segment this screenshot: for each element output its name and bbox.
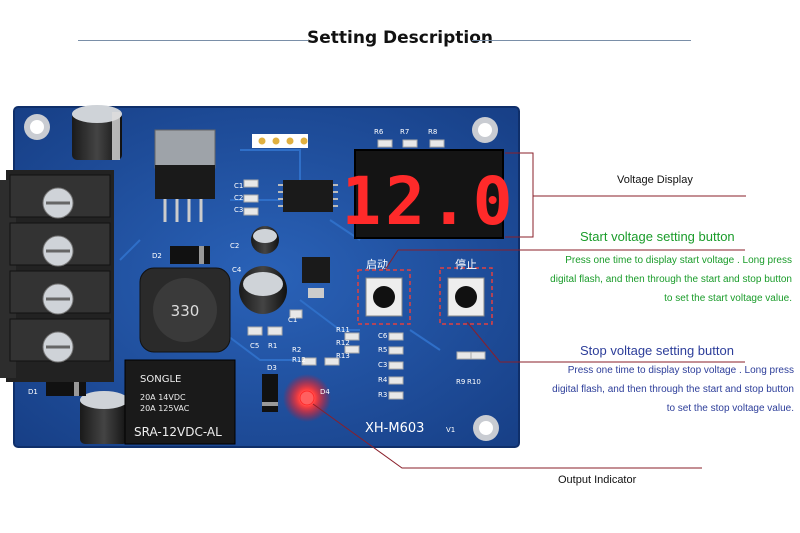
stop-button-leader xyxy=(466,321,745,363)
svg-text:R8: R8 xyxy=(428,128,437,136)
title-rule-right xyxy=(472,40,691,41)
output-indicator-leader xyxy=(312,403,702,469)
relay-rating-2: 20A 125VAC xyxy=(140,404,190,413)
inductor-code: 330 xyxy=(171,302,200,320)
svg-text:R2: R2 xyxy=(292,346,301,354)
svg-text:C5: C5 xyxy=(250,342,259,350)
diode-d3 xyxy=(262,374,278,412)
voltage-display-leader-bottom xyxy=(505,196,534,238)
stop-button-description: Press one time to display stop voltage .… xyxy=(552,365,794,414)
svg-text:C6: C6 xyxy=(378,332,388,340)
svg-text:D4: D4 xyxy=(320,388,330,396)
svg-text:R13: R13 xyxy=(336,352,350,360)
transistor xyxy=(302,257,330,298)
svg-text:C1: C1 xyxy=(288,316,297,324)
svg-text:C3: C3 xyxy=(234,206,243,214)
capacitor-top-left xyxy=(72,105,122,160)
silkscreen-labels: R6 R7 R8 C1 C2 C3 C2 C4 D2 C5 R1 C1 R2 R… xyxy=(28,128,481,399)
display-readout: 12.0 xyxy=(342,163,517,240)
svg-text:D3: D3 xyxy=(267,364,277,372)
mounting-hole-top-right xyxy=(472,117,498,143)
stop-button-label: 停止 xyxy=(455,257,477,271)
relay-model: SRA-12VDC-AL xyxy=(134,425,222,439)
svg-text:C3: C3 xyxy=(378,361,387,369)
output-led xyxy=(283,374,331,422)
svg-text:R12: R12 xyxy=(336,339,350,347)
svg-text:R11: R11 xyxy=(336,326,350,334)
svg-text:C2: C2 xyxy=(234,194,243,202)
title-rule-left xyxy=(78,40,308,41)
smd-parts xyxy=(243,139,486,400)
svg-text:R7: R7 xyxy=(400,128,409,136)
capacitor-bottom-left xyxy=(80,391,128,444)
terminal-block xyxy=(0,170,114,382)
start-button-description: Press one time to display start voltage … xyxy=(550,255,792,304)
svg-text:C4: C4 xyxy=(232,266,242,274)
relay-rating-1: 20A 14VDC xyxy=(140,393,186,402)
svg-text:R10: R10 xyxy=(467,378,481,386)
svg-text:R3: R3 xyxy=(378,391,387,399)
svg-text:R5: R5 xyxy=(378,346,387,354)
relay-brand: SONGLE xyxy=(140,374,181,385)
start-button-leader-tick xyxy=(384,249,399,271)
voltage-regulator xyxy=(154,129,216,222)
stop-button: 停止 xyxy=(439,257,493,325)
svg-text:C1: C1 xyxy=(234,182,243,190)
microcontroller-chip xyxy=(278,180,338,212)
svg-text:R12: R12 xyxy=(292,356,306,364)
voltage-display-label: Voltage Display xyxy=(617,174,693,186)
svg-text:R9: R9 xyxy=(456,378,465,386)
svg-text:D2: D2 xyxy=(152,252,162,260)
svg-text:D1: D1 xyxy=(28,388,38,396)
inductor: 330 xyxy=(139,267,231,353)
mounting-hole-bottom-right xyxy=(473,415,499,441)
diode-d1 xyxy=(46,382,86,396)
relay: SONGLE 20A 14VDC 20A 125VAC SRA-12VDC-AL xyxy=(124,359,236,445)
board-model: XH-M603 xyxy=(365,421,424,436)
capacitor-c2 xyxy=(251,226,279,254)
svg-text:R1: R1 xyxy=(268,342,277,350)
mounting-hole-top-left xyxy=(24,114,50,140)
svg-text:R6: R6 xyxy=(374,128,384,136)
start-button-title: Start voltage setting button xyxy=(580,229,735,244)
output-indicator-label: Output Indicator xyxy=(558,474,637,486)
start-button: 启动 xyxy=(357,258,411,325)
leader-lines xyxy=(312,152,746,469)
svg-text:C2: C2 xyxy=(230,242,239,250)
header-pins xyxy=(252,134,308,148)
board-version: V1 xyxy=(446,426,455,434)
svg-text:R4: R4 xyxy=(378,376,388,384)
diode-d2 xyxy=(170,246,210,264)
pcb-traces xyxy=(119,149,441,361)
capacitor-c4 xyxy=(239,266,287,314)
seven-segment-display: 12.0 xyxy=(342,149,517,240)
stop-button-title: Stop voltage setting button xyxy=(580,343,734,358)
page-title: Setting Description xyxy=(0,28,800,48)
start-button-label: 启动 xyxy=(366,258,388,271)
voltage-display-leader xyxy=(505,152,746,197)
